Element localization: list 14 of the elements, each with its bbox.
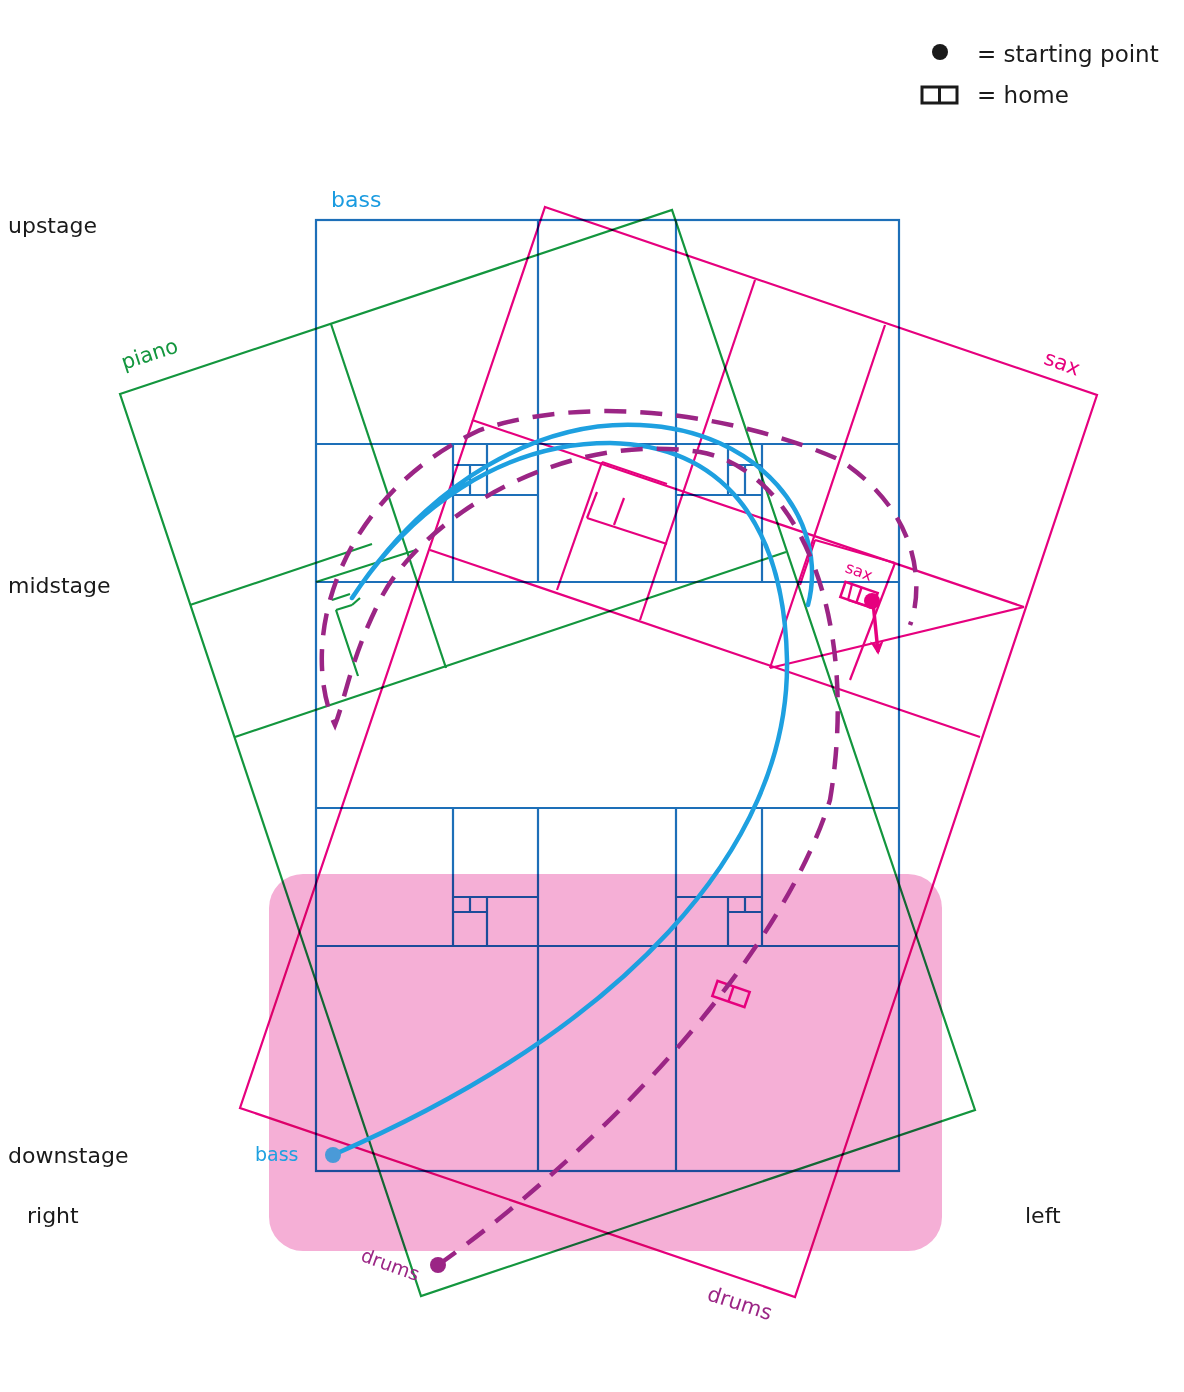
stage-area-label: midstage [8, 574, 111, 597]
instrument-label: sax [843, 559, 875, 585]
instrument-label: bass [255, 1144, 299, 1164]
instrument-label: bass [331, 188, 382, 211]
instrument-label: sax [1041, 348, 1083, 381]
instrument-label: drums [358, 1245, 422, 1284]
stage-area-label: upstage [8, 214, 97, 237]
stage-side-label: left [1025, 1204, 1061, 1227]
legend-text: = home [977, 84, 1069, 107]
legend-text: = starting point [977, 43, 1159, 66]
instrument-label: piano [118, 335, 181, 374]
stage-side-label: right [27, 1204, 79, 1227]
stage-area-label: downstage [8, 1144, 129, 1167]
instrument-label: drums [704, 1283, 775, 1325]
